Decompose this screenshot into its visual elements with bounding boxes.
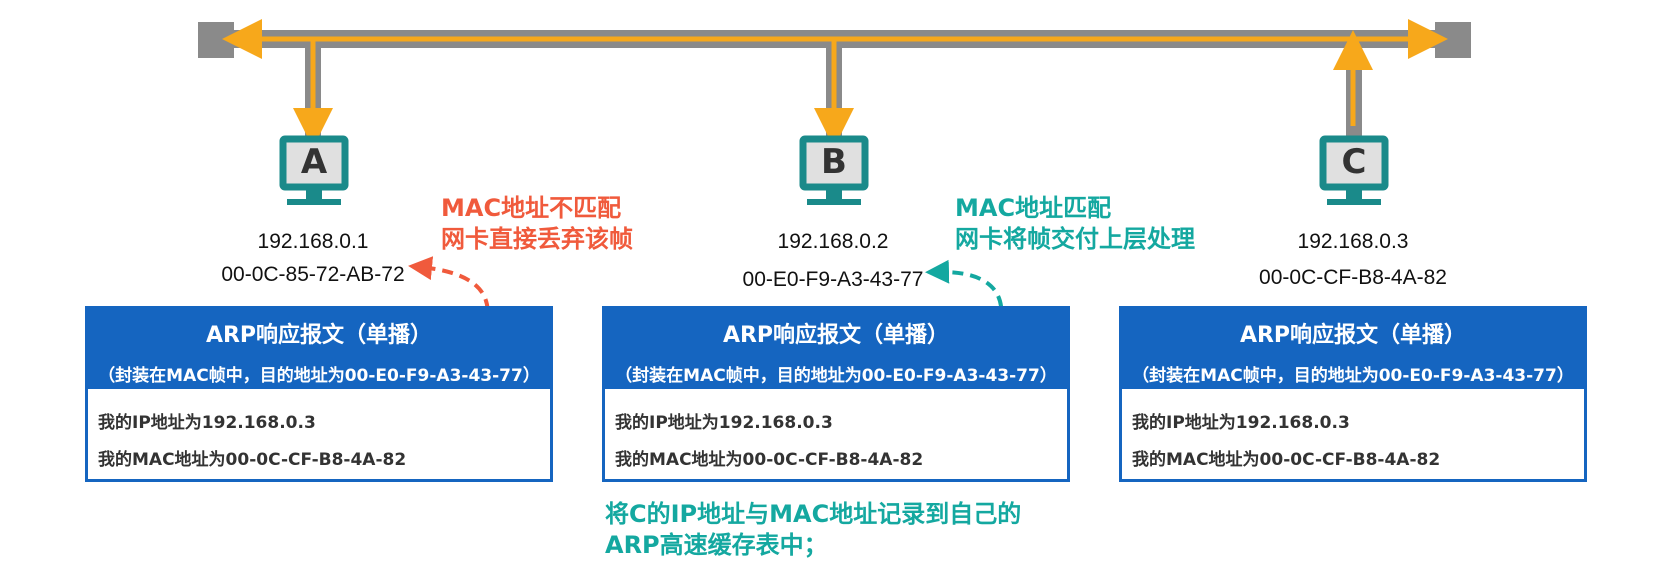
match-note-line1: MAC地址匹配	[953, 192, 1113, 224]
frame-header: ARP响应报文（单播） （封装在MAC帧中，目的地址为00-E0-F9-A3-4…	[1122, 309, 1584, 389]
frame-subtitle: （封装在MAC帧中，目的地址为00-E0-F9-A3-43-77）	[1132, 366, 1574, 386]
frame-subtitle: （封装在MAC帧中，目的地址为00-E0-F9-A3-43-77）	[615, 366, 1057, 386]
frame-title: ARP响应报文（单播）	[205, 323, 433, 348]
arp-response-frame-a: ARP响应报文（单播） （封装在MAC帧中，目的地址为00-E0-F9-A3-4…	[85, 306, 553, 482]
frame-body: 我的IP地址为192.168.0.3 我的MAC地址为00-0C-CF-B8-4…	[1122, 389, 1584, 479]
record-note-line2: ARP高速缓存表中；	[603, 529, 830, 561]
arp-response-frame-c: ARP响应报文（单播） （封装在MAC帧中，目的地址为00-E0-F9-A3-4…	[1119, 306, 1587, 482]
host-c-mac: 00-0C-CF-B8-4A-82	[1259, 266, 1447, 289]
host-c-ip: 192.168.0.3	[1297, 230, 1409, 253]
host-b-ip: 192.168.0.2	[777, 230, 889, 253]
frame-mac-line: 我的MAC地址为00-0C-CF-B8-4A-82	[1132, 450, 1441, 470]
frame-ip-line: 我的IP地址为192.168.0.3	[615, 413, 833, 433]
mismatch-dashed-arrow	[408, 256, 490, 362]
frame-body: 我的IP地址为192.168.0.3 我的MAC地址为00-0C-CF-B8-4…	[88, 389, 550, 479]
mismatch-note-line2: 网卡直接丢弃该帧	[439, 223, 635, 255]
computer-b-label: B	[821, 142, 847, 182]
frame-title: ARP响应报文（单播）	[1239, 323, 1467, 348]
signal-flow	[222, 19, 1448, 148]
bus-terminator-right	[1435, 22, 1471, 58]
record-note-line1: 将C的IP地址与MAC地址记录到自己的	[603, 498, 1023, 530]
frame-body: 我的IP地址为192.168.0.3 我的MAC地址为00-0C-CF-B8-4…	[605, 389, 1067, 479]
host-a-ip: 192.168.0.1	[257, 230, 369, 253]
computer-c-icon	[1319, 135, 1389, 205]
frame-header: ARP响应报文（单播） （封装在MAC帧中，目的地址为00-E0-F9-A3-4…	[88, 309, 550, 389]
match-note: MAC地址匹配 网卡将帧交付上层处理	[953, 192, 1197, 255]
computer-a-label: A	[300, 142, 328, 182]
mismatch-note: MAC地址不匹配 网卡直接丢弃该帧	[439, 192, 635, 255]
frame-mac-line: 我的MAC地址为00-0C-CF-B8-4A-82	[98, 450, 407, 470]
arp-response-frame-b: ARP响应报文（单播） （封装在MAC帧中，目的地址为00-E0-F9-A3-4…	[602, 306, 1070, 482]
host-b-mac: 00-E0-F9-A3-43-77	[742, 268, 924, 291]
match-note-line2: 网卡将帧交付上层处理	[953, 223, 1197, 255]
frame-mac-line: 我的MAC地址为00-0C-CF-B8-4A-82	[615, 450, 924, 470]
frame-ip-line: 我的IP地址为192.168.0.3	[1132, 413, 1350, 433]
frame-title: ARP响应报文（单播）	[722, 323, 950, 348]
record-note: 将C的IP地址与MAC地址记录到自己的 ARP高速缓存表中；	[603, 498, 1023, 561]
frame-ip-line: 我的IP地址为192.168.0.3	[98, 413, 316, 433]
computer-b-icon	[799, 135, 869, 205]
computer-a-icon	[279, 135, 349, 205]
bus-terminator-left	[198, 22, 234, 58]
mismatch-note-line1: MAC地址不匹配	[439, 192, 623, 224]
frame-subtitle: （封装在MAC帧中，目的地址为00-E0-F9-A3-43-77）	[98, 366, 540, 386]
host-a-mac: 00-0C-85-72-AB-72	[221, 263, 405, 286]
computer-c-label: C	[1341, 142, 1367, 182]
frame-header: ARP响应报文（单播） （封装在MAC帧中，目的地址为00-E0-F9-A3-4…	[605, 309, 1067, 389]
match-dashed-arrow	[925, 259, 1004, 359]
